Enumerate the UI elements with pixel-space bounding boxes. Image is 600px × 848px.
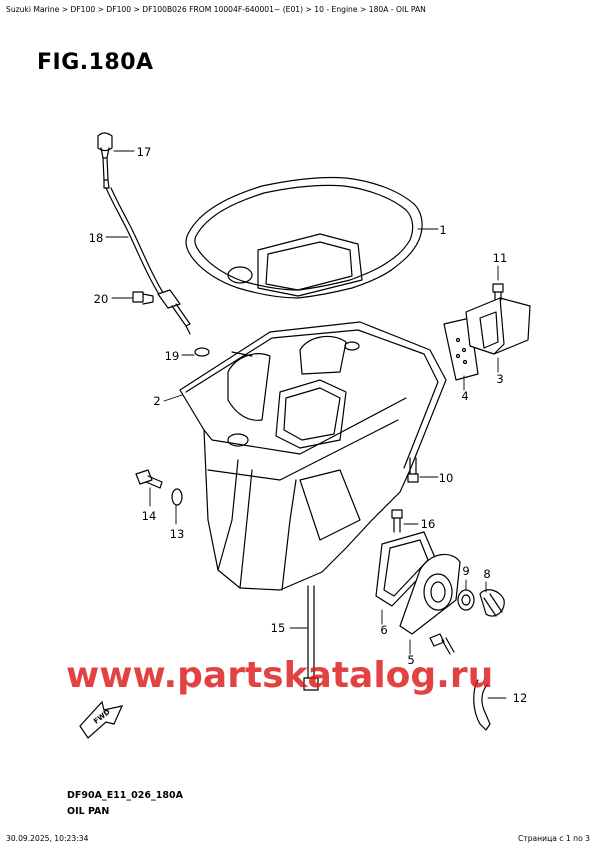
o-ring-19-part xyxy=(194,347,210,357)
bolt-15-part xyxy=(303,585,319,691)
callout-5: 5 xyxy=(407,653,414,667)
plug-8-part xyxy=(479,589,505,617)
callout-12: 12 xyxy=(513,691,528,705)
callout-11: 11 xyxy=(493,251,508,265)
callout-20: 20 xyxy=(94,292,109,306)
callout-17: 17 xyxy=(137,145,152,159)
callout-14: 14 xyxy=(142,509,157,523)
bolt-11-part xyxy=(492,283,504,301)
bolt-16-part xyxy=(391,509,403,533)
gasket-13-part xyxy=(171,488,183,506)
callout-19: 19 xyxy=(165,349,180,363)
oil-level-gauge-part xyxy=(97,132,191,335)
figure-caption: OIL PAN xyxy=(67,806,110,817)
callout-13: 13 xyxy=(170,527,185,541)
bolt-20-part xyxy=(132,291,154,305)
oil-pan-2-part xyxy=(179,321,447,591)
cover-3-part xyxy=(465,297,531,355)
callout-9: 9 xyxy=(462,564,469,578)
callout-15: 15 xyxy=(271,621,286,635)
clamp-12-part xyxy=(473,679,491,731)
drain-plug-14-part xyxy=(135,469,163,489)
cover-5-part xyxy=(399,553,461,635)
bolt-10-part xyxy=(407,457,419,483)
gasket-1-part xyxy=(185,176,423,299)
callout-2: 2 xyxy=(153,394,160,408)
breadcrumb[interactable]: Suzuki Marine > DF100 > DF100 > DF100B02… xyxy=(6,5,426,14)
bolt-5-part xyxy=(429,633,455,655)
figure-title: FIG.180A xyxy=(37,50,154,75)
callout-8: 8 xyxy=(483,567,490,581)
callout-4: 4 xyxy=(461,389,468,403)
callout-10: 10 xyxy=(439,471,454,485)
callout-3: 3 xyxy=(496,372,503,386)
footer-page-indicator: Страница с 1 по 3 xyxy=(517,834,590,843)
footer-datetime: 30.09.2025, 10:23:34 xyxy=(6,834,89,843)
callout-16: 16 xyxy=(421,517,436,531)
callout-18: 18 xyxy=(89,231,104,245)
gasket-4-part xyxy=(443,317,479,381)
fwd-arrow-icon: FWD xyxy=(79,700,124,739)
callout-6: 6 xyxy=(380,623,387,637)
gasket-6-part xyxy=(375,531,437,607)
figure-code: DF90A_E11_026_180A xyxy=(67,790,183,801)
seal-9-part xyxy=(457,589,475,611)
watermark-text: www.partskatalog.ru xyxy=(66,655,494,696)
callout-1: 1 xyxy=(439,223,446,237)
